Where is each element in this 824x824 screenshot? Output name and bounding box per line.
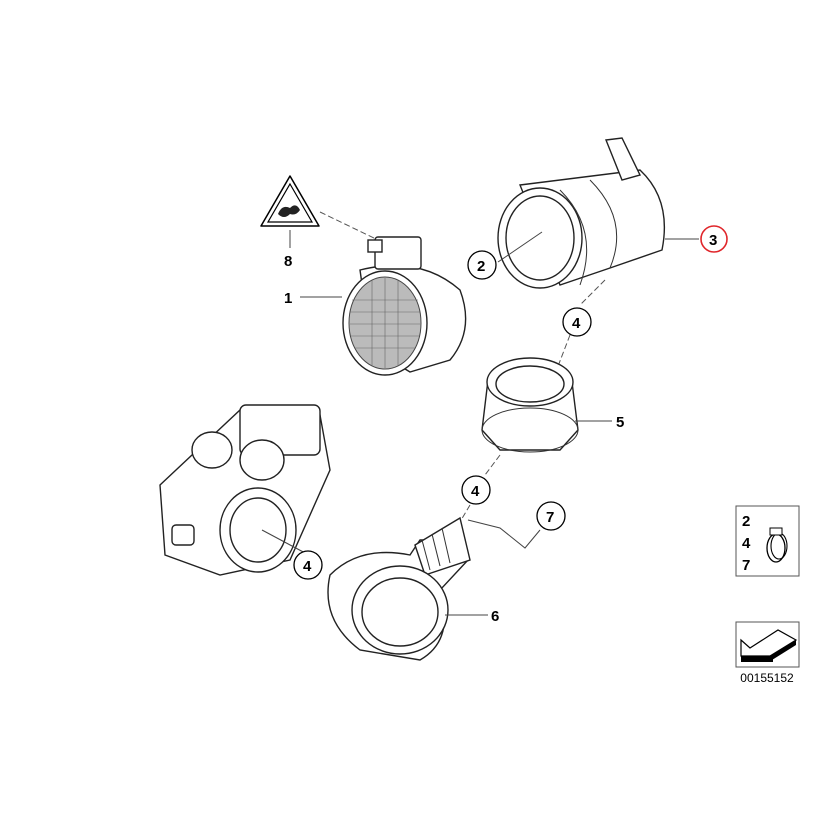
callout-6[interactable]: 6 xyxy=(491,608,499,625)
callout-3[interactable]: 3 xyxy=(709,232,717,249)
callout-8[interactable]: 8 xyxy=(284,253,292,270)
part-rubber-coupler[interactable] xyxy=(481,357,579,453)
hose-clamp-icon xyxy=(766,527,788,563)
part-throttle-body[interactable] xyxy=(159,404,331,576)
part-air-mass-meter[interactable] xyxy=(342,236,467,376)
legend-number: 4 xyxy=(742,535,751,552)
callout-4-middle[interactable]: 4 xyxy=(471,483,480,500)
callout-5[interactable]: 5 xyxy=(616,414,624,431)
legend-number: 2 xyxy=(742,513,750,530)
callout-4-lower[interactable]: 4 xyxy=(303,558,312,575)
part-intake-boot[interactable] xyxy=(497,137,666,289)
diagram-number: 00155152 xyxy=(740,671,794,685)
callout-1[interactable]: 1 xyxy=(284,290,292,307)
callout-2[interactable]: 2 xyxy=(477,258,485,275)
esd-warning-triangle-icon[interactable] xyxy=(260,175,320,227)
clamp-legend-box: 2 4 7 xyxy=(735,505,800,577)
callout-4-upper[interactable]: 4 xyxy=(572,315,581,332)
legend-number: 7 xyxy=(742,557,750,574)
callout-7[interactable]: 7 xyxy=(546,509,554,526)
arrow-reference-icon[interactable] xyxy=(735,621,800,668)
highlight-ring xyxy=(700,225,728,253)
part-elbow-hose[interactable] xyxy=(327,516,471,661)
